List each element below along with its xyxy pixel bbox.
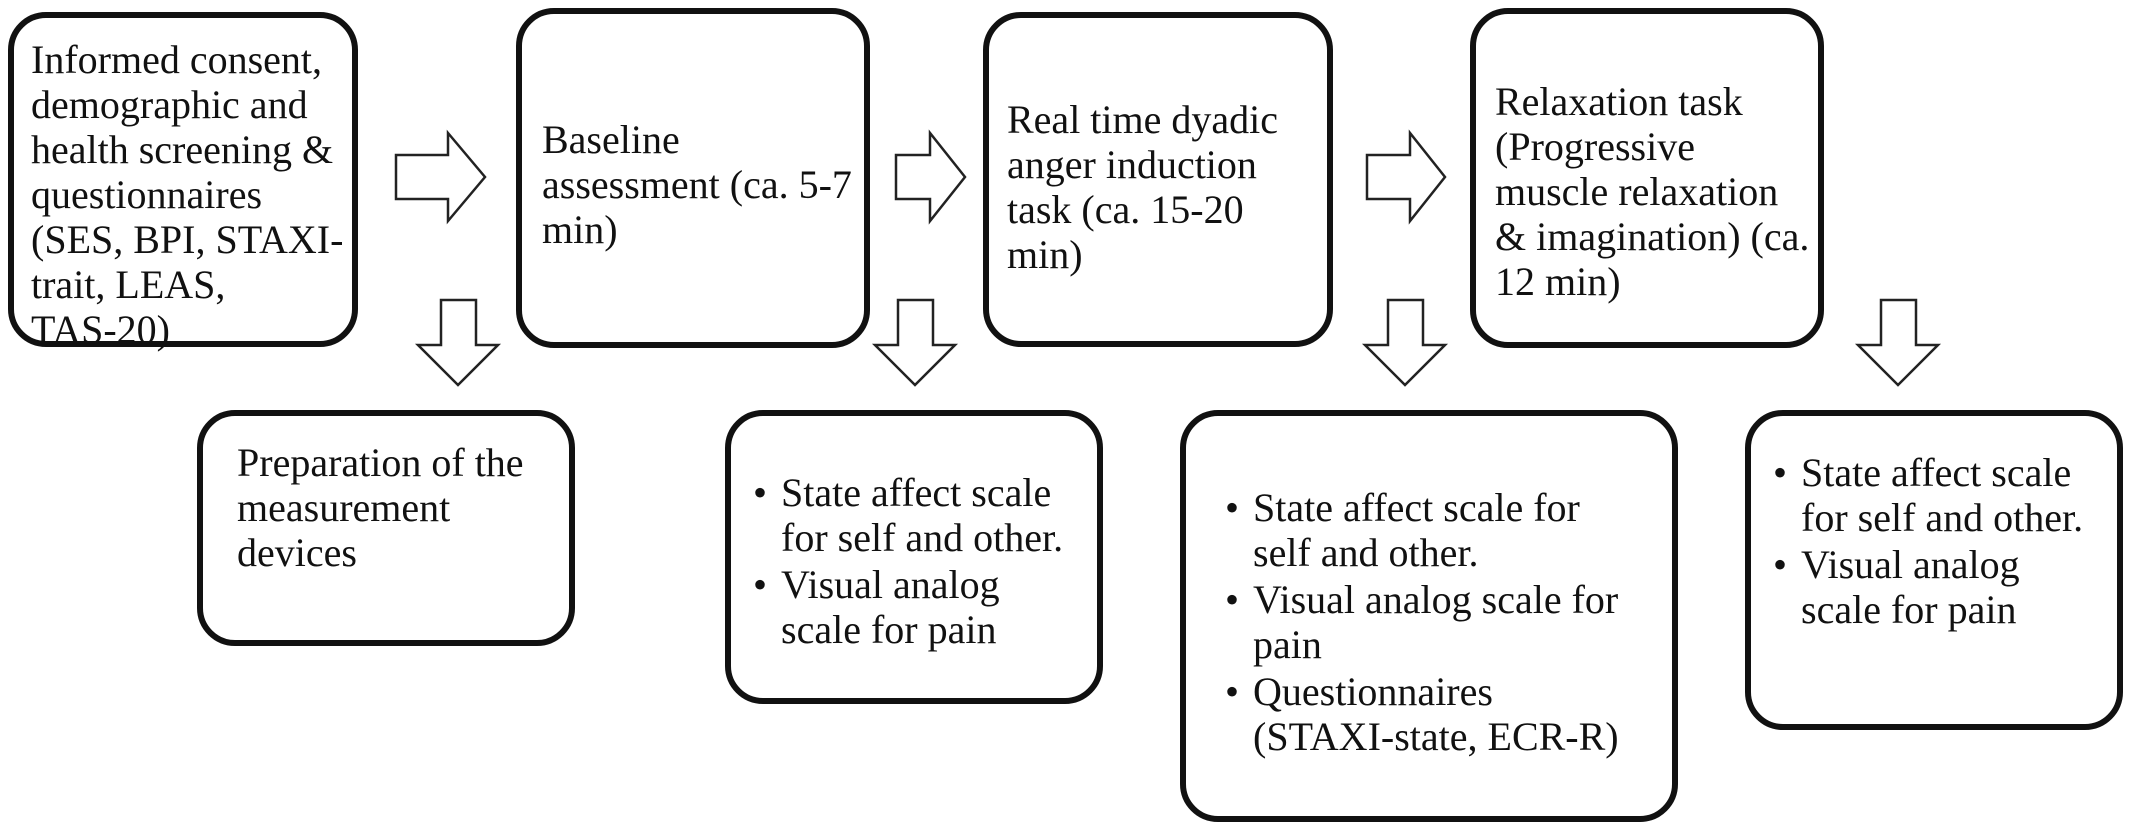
step-box-screening xyxy=(8,12,358,347)
step-text-anger-induction: Real time dyadic anger induction task (c… xyxy=(1007,97,1279,277)
measure-text-preparation: Preparation of the measurement devices xyxy=(237,440,524,575)
list-item: Visual analog scale for pain xyxy=(1225,577,1619,667)
list-item: State affect scale for self and other. xyxy=(1773,450,2083,540)
down-arrow-icon xyxy=(1361,298,1449,387)
step-box-relaxation xyxy=(1470,8,1824,348)
down-arrow-icon xyxy=(414,298,502,387)
step-text-relaxation: Relaxation task (Progressive muscle rela… xyxy=(1495,79,1810,304)
measure-list-relaxation: State affect scale for self and other. V… xyxy=(1773,450,2083,634)
list-item: Questionnaires (STAXI-state, ECR-R) xyxy=(1225,669,1619,759)
step-box-baseline xyxy=(516,8,870,348)
step-text-screening: Informed consent, demographic and health… xyxy=(31,37,344,352)
down-arrow-icon xyxy=(871,298,959,387)
list-item: State affect scale for self and other. xyxy=(753,470,1063,560)
step-box-anger-induction xyxy=(983,12,1333,347)
list-item: Visual analog scale for pain xyxy=(1773,542,2083,632)
measure-list-anger-induction: State affect scale for self and other. V… xyxy=(1225,485,1619,761)
right-arrow-icon xyxy=(394,129,487,225)
right-arrow-icon xyxy=(1365,129,1447,225)
down-arrow-icon xyxy=(1854,298,1942,387)
measure-list-baseline: State affect scale for self and other. V… xyxy=(753,470,1063,654)
measure-box-preparation xyxy=(197,410,575,646)
step-text-baseline: Baseline assessment (ca. 5-7 min) xyxy=(542,117,852,252)
list-item: State affect scale for self and other. xyxy=(1225,485,1619,575)
right-arrow-icon xyxy=(894,129,967,225)
list-item: Visual analog scale for pain xyxy=(753,562,1063,652)
